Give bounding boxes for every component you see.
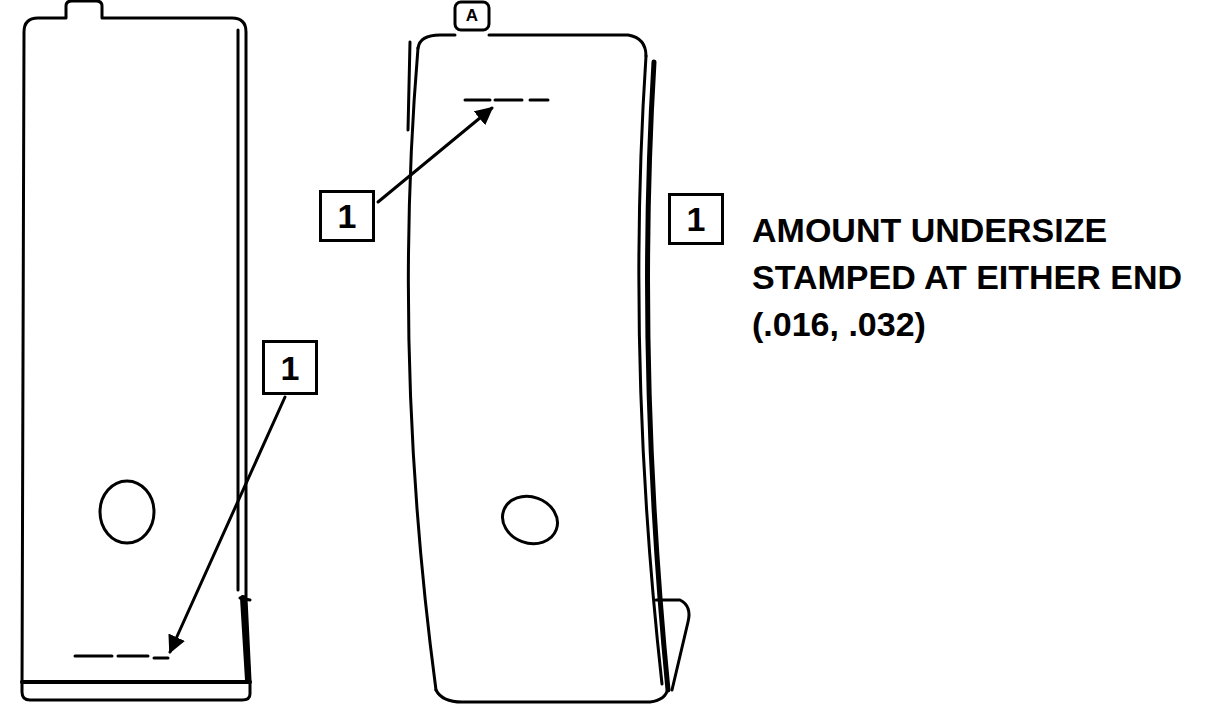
- callout-number: 1: [687, 202, 706, 236]
- locating-tab: [455, 2, 489, 30]
- leader-line: [378, 108, 492, 202]
- left-shell-outline: [22, 1, 250, 700]
- right-shell-shading: [648, 62, 668, 690]
- oil-hole: [100, 481, 154, 543]
- callout-number: 1: [338, 199, 357, 233]
- left-shell-thick-edge: [243, 598, 248, 680]
- stamp-mark: [465, 99, 548, 102]
- right-shell-top-edge: [418, 35, 646, 56]
- callout-box: 1: [319, 190, 375, 242]
- callout-box: 1: [668, 193, 724, 245]
- callout-number: 1: [281, 351, 300, 385]
- oil-hole: [496, 489, 564, 551]
- left-shell-side-edge: [238, 30, 250, 600]
- leader-line: [170, 397, 285, 652]
- right-shell-left-edge: [408, 48, 436, 690]
- stamp-mark: [75, 656, 168, 658]
- callout-box: 1: [262, 340, 318, 395]
- left-shell-bottom-edge: [22, 680, 250, 684]
- callout-note: AMOUNT UNDERSIZE STAMPED AT EITHER END (…: [752, 207, 1207, 348]
- right-shell-lug: [656, 600, 689, 690]
- right-shell-inner-edge: [408, 42, 410, 130]
- tab-letter: A: [458, 4, 486, 28]
- right-shell-bottom-edge: [436, 688, 668, 702]
